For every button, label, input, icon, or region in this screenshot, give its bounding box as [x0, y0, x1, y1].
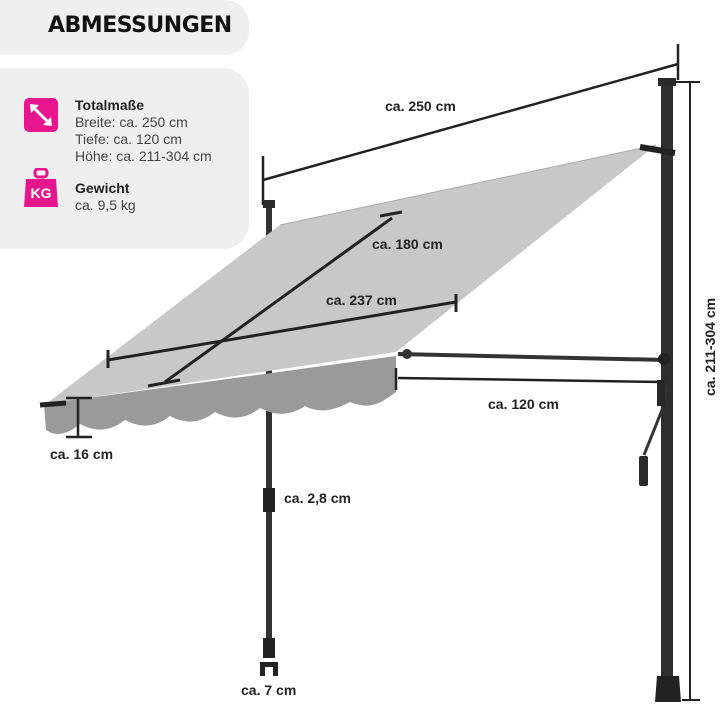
dim-line-diagonal: [107, 300, 457, 362]
dim-line-projection: [397, 376, 665, 384]
depth-line: Tiefe: ca. 120 cm: [75, 131, 182, 147]
total-dimensions-heading: Totalmaße: [75, 97, 144, 113]
title-banner: ABMESSUNGEN: [0, 0, 249, 55]
height-line: Höhe: ca. 211-304 cm: [75, 148, 212, 164]
left-pole-foot: [260, 662, 278, 676]
label-fabric-depth: ca. 180 cm: [372, 236, 443, 252]
support-arm: [397, 352, 667, 362]
page-title: ABMESSUNGEN: [48, 13, 232, 38]
left-pole-clamp: [263, 488, 275, 512]
valance: [44, 356, 396, 434]
left-pole-lower-joint: [263, 638, 275, 658]
label-projection: ca. 120 cm: [488, 396, 559, 412]
awning-fabric: [46, 145, 656, 404]
right-pole-top-cap: [658, 78, 676, 86]
info-card: Totalmaße Breite: ca. 250 cm Tiefe: ca. …: [0, 68, 249, 249]
label-valance: ca. 16 cm: [50, 446, 114, 462]
left-pole: [266, 205, 272, 643]
dim-line-depth: [164, 216, 393, 384]
roller-tube: [639, 144, 676, 156]
label-width: ca. 250 cm: [385, 98, 456, 114]
weight-kg-icon: KG: [23, 167, 59, 208]
left-pole-top-cap: [263, 200, 275, 208]
right-pole-foot: [655, 676, 681, 702]
kg-badge-text: KG: [30, 185, 52, 201]
weight-heading: Gewicht: [75, 180, 130, 196]
weight-value: ca. 9,5 kg: [75, 197, 136, 213]
diagonal-arrows-icon: [24, 98, 58, 132]
label-pole-diameter: ca. 2,8 cm: [284, 490, 351, 506]
label-foot: ca. 7 cm: [241, 682, 297, 698]
label-height: ca. 211-304 cm: [702, 297, 718, 396]
dim-line-width: [262, 62, 679, 182]
width-line: Breite: ca. 250 cm: [75, 114, 188, 130]
label-fabric-diagonal: ca. 237 cm: [326, 292, 397, 308]
